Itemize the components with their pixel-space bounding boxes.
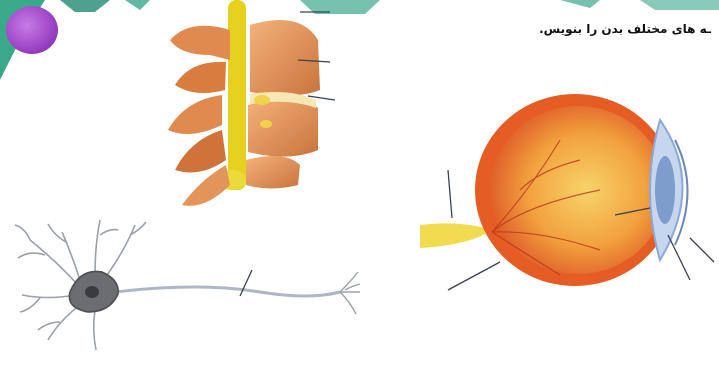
- vertebrae-illustration: [168, 0, 335, 206]
- neuron-illustration: [15, 220, 360, 350]
- top-banner-decoration: [60, 0, 719, 14]
- purple-blob-decoration: [6, 6, 58, 54]
- eye-illustration: [420, 94, 714, 290]
- worksheet-instruction: ـه های مختلف بدن را بنویس.: [539, 22, 711, 36]
